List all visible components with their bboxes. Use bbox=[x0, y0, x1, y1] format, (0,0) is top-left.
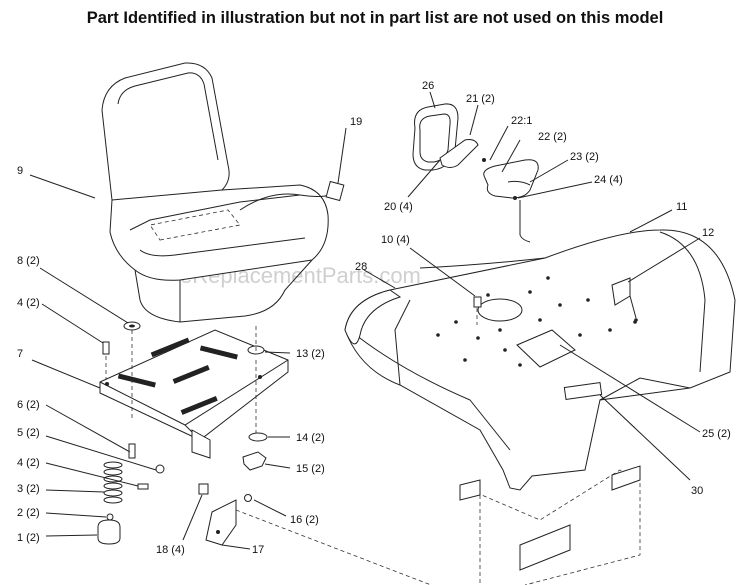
light-assembly bbox=[412, 103, 539, 243]
callout-19: 19 bbox=[350, 116, 362, 128]
callout-4-lower: 4 (2) bbox=[17, 457, 40, 469]
bracket-12 bbox=[611, 277, 638, 322]
callout-11: 11 bbox=[676, 201, 687, 213]
page-title: Part Identified in illustration but not … bbox=[86, 9, 664, 27]
frame-bracket bbox=[459, 465, 641, 585]
seat bbox=[101, 62, 329, 323]
callout-16: 16 (2) bbox=[290, 514, 319, 526]
callout-10: 10 (4) bbox=[381, 234, 410, 246]
seat-switch-19 bbox=[239, 180, 345, 211]
callout-22: 22 (2) bbox=[538, 131, 567, 143]
decal-30 bbox=[563, 381, 603, 401]
callout-15: 15 (2) bbox=[296, 463, 325, 475]
callout-7: 7 bbox=[17, 348, 23, 360]
callout-25: 25 (2) bbox=[702, 428, 731, 440]
fender-11 bbox=[344, 229, 736, 491]
callout-17: 17 bbox=[252, 544, 264, 556]
callout-13: 13 (2) bbox=[296, 348, 325, 360]
callout-2: 2 (2) bbox=[17, 507, 40, 519]
leader-lines bbox=[29, 91, 701, 550]
callout-3: 3 (2) bbox=[17, 483, 40, 495]
callout-26: 26 bbox=[422, 80, 434, 92]
callout-1: 1 (2) bbox=[17, 532, 40, 544]
callout-9: 9 bbox=[17, 165, 23, 177]
seat-hardware bbox=[97, 321, 433, 585]
callout-5: 5 (2) bbox=[17, 427, 40, 439]
callout-14: 14 (2) bbox=[296, 432, 325, 444]
callout-6: 6 (2) bbox=[17, 399, 40, 411]
callout-18: 18 (4) bbox=[156, 544, 185, 556]
callout-22-1: 22:1 bbox=[511, 115, 532, 127]
fender-liner-28 bbox=[344, 289, 402, 345]
callout-23: 23 (2) bbox=[570, 151, 599, 163]
seat-plate-7 bbox=[99, 329, 289, 459]
callout-4-upper: 4 (2) bbox=[17, 297, 40, 309]
callout-24: 24 (4) bbox=[594, 174, 623, 186]
callout-20: 20 (4) bbox=[384, 201, 413, 213]
callout-labels: 9 19 8 (2) 4 (2) 7 6 (2) 5 (2) 4 (2) 3 (… bbox=[17, 80, 731, 556]
callout-12: 12 bbox=[702, 227, 714, 239]
bolt-10 bbox=[473, 296, 482, 325]
callout-30: 30 bbox=[691, 485, 703, 497]
callout-28: 28 bbox=[355, 261, 367, 273]
callout-8: 8 (2) bbox=[17, 255, 40, 267]
callout-21: 21 (2) bbox=[466, 93, 495, 105]
